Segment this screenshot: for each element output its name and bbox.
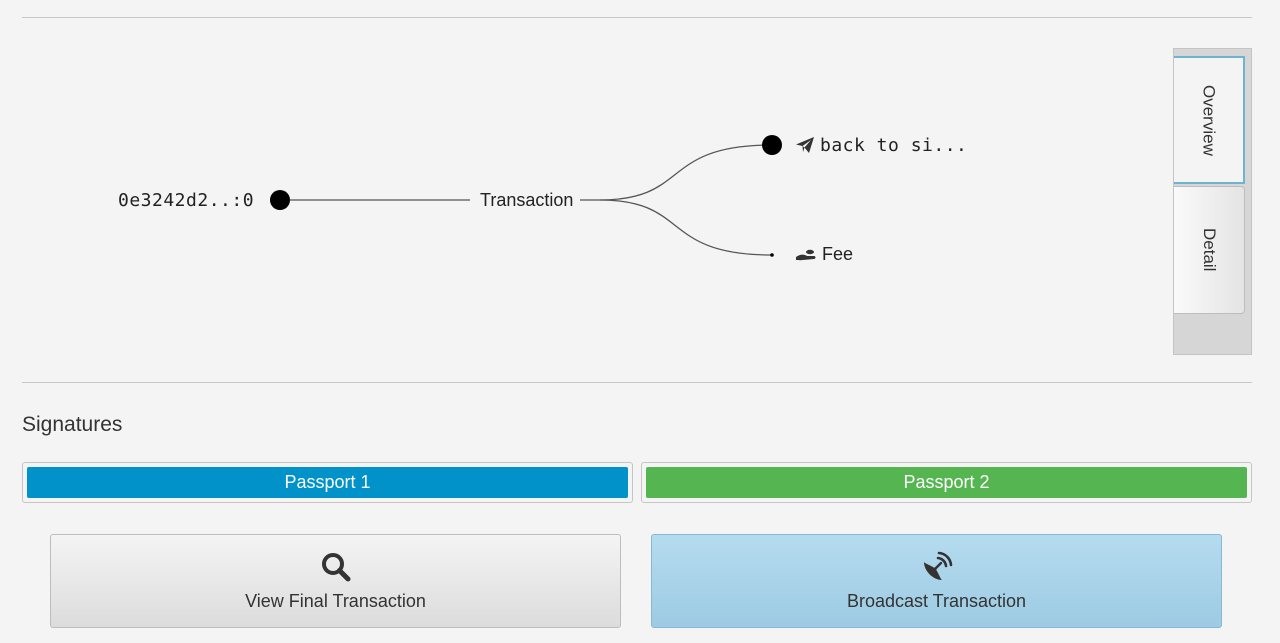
passport-2-slot[interactable]: Passport 2 — [641, 462, 1252, 503]
output-edge-1 — [599, 144, 773, 201]
satellite-dish-icon — [921, 551, 953, 587]
middle-divider — [22, 382, 1252, 383]
output-label-1: back to si... — [820, 135, 968, 156]
view-final-transaction-button[interactable]: View Final Transaction — [50, 534, 621, 628]
tab-overview[interactable]: Overview — [1174, 56, 1245, 184]
tab-overview-label: Overview — [1199, 84, 1219, 156]
passport-2-button[interactable]: Passport 2 — [646, 467, 1247, 498]
view-tabs: Overview Detail — [1173, 48, 1252, 355]
broadcast-transaction-label: Broadcast Transaction — [846, 590, 1027, 611]
top-divider — [22, 17, 1252, 18]
transaction-diagram: 0e3242d2..:0 Transaction back to si... F… — [0, 30, 1160, 370]
passport-1-button[interactable]: Passport 1 — [27, 467, 628, 498]
diagram-canvas — [270, 135, 782, 257]
tab-detail[interactable]: Detail — [1174, 186, 1245, 314]
output-edge-2 — [599, 199, 773, 256]
output-node-1[interactable] — [762, 135, 782, 155]
transaction-label: Transaction — [480, 190, 574, 210]
passport-1-slot[interactable]: Passport 1 — [22, 462, 633, 503]
broadcast-transaction-button[interactable]: Broadcast Transaction — [651, 534, 1222, 628]
output-label-2: Fee — [822, 244, 854, 264]
search-icon — [320, 551, 352, 587]
input-node[interactable] — [270, 190, 290, 210]
view-final-transaction-label: View Final Transaction — [245, 590, 426, 611]
input-label: 0e3242d2..:0 — [118, 190, 255, 211]
signatures-title: Signatures — [22, 413, 123, 436]
tab-detail-label: Detail — [1200, 228, 1219, 272]
output-node-2[interactable] — [770, 253, 774, 257]
